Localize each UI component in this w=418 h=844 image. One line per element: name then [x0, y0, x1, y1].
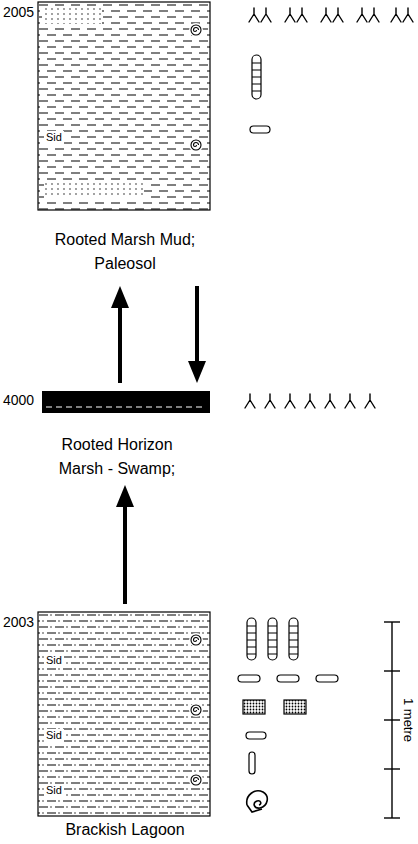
log-column: 4000Rooted Horizon Marsh - Swamp;	[0, 383, 215, 485]
lithology-label: Sid	[44, 654, 64, 667]
log-column: 2003SidSidSidBrackish Lagoon	[0, 604, 215, 844]
transition-arrow	[123, 499, 127, 604]
bed-number: 4000	[3, 392, 34, 409]
scale-label: 1 metre	[401, 698, 416, 742]
root-symbols	[245, 8, 413, 408]
scale-bar	[384, 622, 400, 818]
transition-arrow	[195, 286, 199, 369]
transition-arrow	[118, 300, 122, 383]
lithology-label: Sid	[44, 729, 64, 742]
bed-number: 2003	[3, 614, 34, 631]
log-column: 2005SidRooted Marsh Mud; Paleosol	[0, 0, 215, 286]
burrow-symbols	[238, 55, 338, 812]
facies-caption: Rooted Marsh Mud; Paleosol	[40, 228, 210, 276]
facies-caption: Brackish Lagoon	[40, 820, 210, 840]
lithology-column	[0, 604, 215, 844]
lithology-label: Sid	[44, 784, 64, 797]
lithology-label: Sid	[44, 131, 64, 144]
facies-caption: Rooted Horizon Marsh - Swamp;	[47, 433, 187, 481]
bed-number: 2005	[3, 4, 34, 21]
